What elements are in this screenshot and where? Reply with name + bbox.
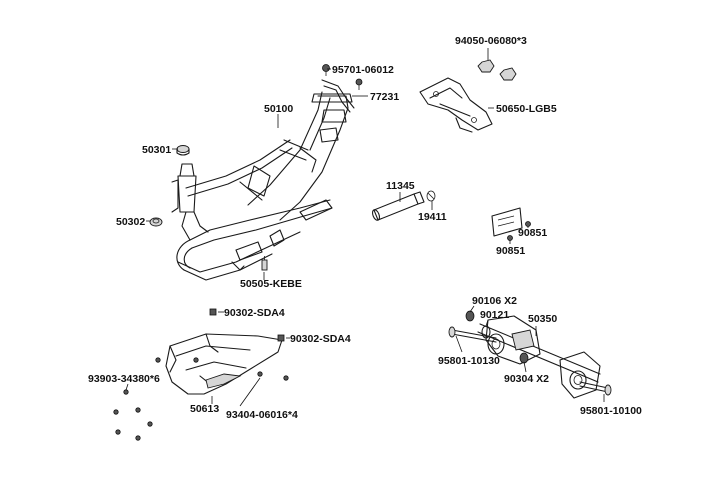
label-90302-sda4-a: 90302-SDA4: [224, 307, 285, 319]
label-50350: 50350: [528, 313, 557, 325]
part-50505-pin: [261, 256, 268, 271]
part-95701-bolt: [322, 64, 330, 76]
leader-lines: [125, 48, 605, 407]
label-95801-10130: 95801-10130: [438, 355, 500, 367]
label-95801-10100: 95801-10100: [580, 405, 642, 417]
label-50100: 50100: [264, 103, 293, 115]
part-11345-tube: [371, 191, 425, 221]
part-plate: [491, 207, 523, 237]
label-50301: 50301: [142, 144, 171, 156]
label-50650-lgb5: 50650-LGB5: [496, 103, 557, 115]
label-90302-sda4-b: 90302-SDA4: [290, 333, 351, 345]
label-19411: 19411: [418, 211, 447, 223]
part-50302-rubber: [149, 217, 163, 227]
label-94050-06080x3: 94050-06080*3: [455, 35, 527, 47]
label-50505-kebe: 50505-KEBE: [240, 278, 302, 290]
label-93404-06016x4: 93404-06016*4: [226, 409, 298, 421]
part-95801-bolt-b: [579, 381, 612, 396]
label-90121: 90121: [480, 309, 509, 321]
part-93903-screws: [113, 357, 161, 441]
label-50613: 50613: [190, 403, 219, 415]
part-50650-bracket: [419, 77, 493, 133]
label-90106-x2: 90106 X2: [472, 295, 517, 307]
label-95701-06012: 95701-06012: [332, 64, 394, 76]
label-90304-x2: 90304 X2: [504, 373, 549, 385]
part-50350-hanger: [477, 315, 601, 399]
part-90302-clip-a: [209, 308, 217, 316]
main-frame-50100: [171, 91, 353, 281]
label-90851-b: 90851: [496, 245, 525, 257]
label-11345: 11345: [386, 180, 415, 192]
part-90106-washer: [465, 310, 475, 322]
part-50613-cover: [165, 333, 283, 395]
part-90304-nut: [519, 352, 529, 364]
part-77231-bracket: [321, 78, 363, 113]
part-90851-screws: [507, 221, 531, 241]
label-93903-34380x6: 93903-34380*6: [88, 373, 160, 385]
label-77231: 77231: [370, 91, 399, 103]
part-50301-cup: [176, 145, 190, 156]
label-50302: 50302: [116, 216, 145, 228]
part-90302-clip-b: [277, 334, 285, 342]
part-93404-screws: [193, 357, 289, 381]
part-19411-clip: [426, 190, 436, 202]
part-labels: 95701-06012 77231 50100 50301 50302 5050…: [88, 35, 642, 421]
part-94050-nuts: [477, 59, 517, 81]
label-90851-a: 90851: [518, 227, 547, 239]
